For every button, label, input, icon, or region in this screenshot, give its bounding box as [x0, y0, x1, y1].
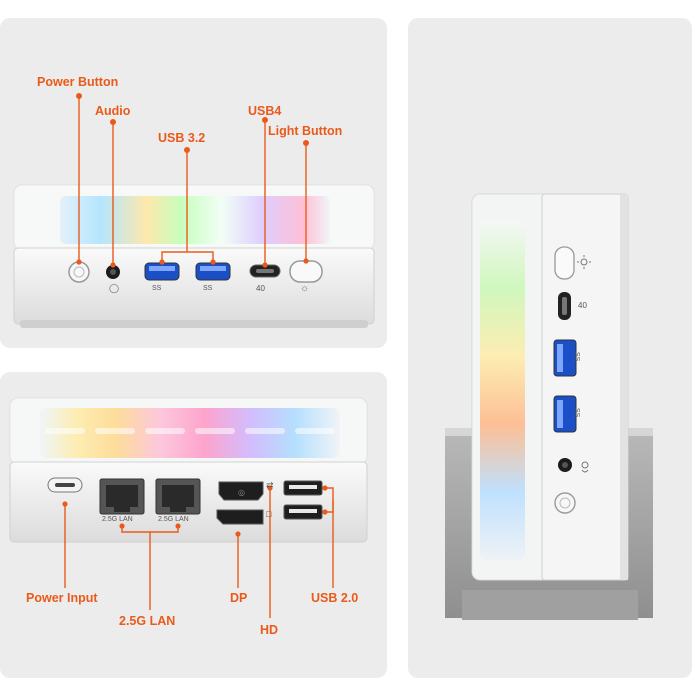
displayport-port	[216, 509, 264, 525]
audio-icon: ◯	[109, 283, 120, 293]
label-audio: Audio	[95, 104, 131, 118]
hdmi-icon: ⇄	[266, 480, 274, 490]
usb-icon: ◎	[238, 488, 245, 497]
label-lan: 2.5G LAN	[119, 614, 176, 628]
lan-port-1-mark: 2.5G LAN	[102, 516, 133, 523]
usb32-port-1	[144, 262, 180, 281]
usb32-port-2	[195, 262, 231, 281]
label-power-button: Power Button	[37, 75, 119, 89]
dp-icon: □	[266, 509, 272, 519]
side-power-button	[554, 492, 576, 514]
lan-port-2-mark: 2.5G LAN	[158, 516, 189, 523]
label-usb20: USB 2.0	[311, 591, 359, 605]
label-power-input: Power Input	[26, 591, 98, 605]
label-light-button: Light Button	[268, 124, 343, 138]
power-button-port	[68, 261, 90, 283]
side-light-button	[554, 246, 575, 280]
usb32-ss-mark-1: SS	[152, 285, 162, 292]
light-icon: ☼	[300, 283, 310, 294]
label-dp: DP	[230, 591, 248, 605]
side-usb4-mark: 40	[578, 301, 587, 310]
light-button-port	[289, 260, 323, 283]
label-usb4: USB4	[248, 104, 282, 118]
label-hd: HD	[260, 623, 279, 637]
usb32-ss-mark-2: SS	[203, 285, 213, 292]
side-ss-mark-2: SS	[573, 408, 580, 418]
hdmi-port	[218, 481, 264, 501]
side-ss-mark-1: SS	[573, 352, 580, 362]
label-usb32: USB 3.2	[158, 131, 206, 145]
usb4-mark: 40	[256, 284, 265, 293]
